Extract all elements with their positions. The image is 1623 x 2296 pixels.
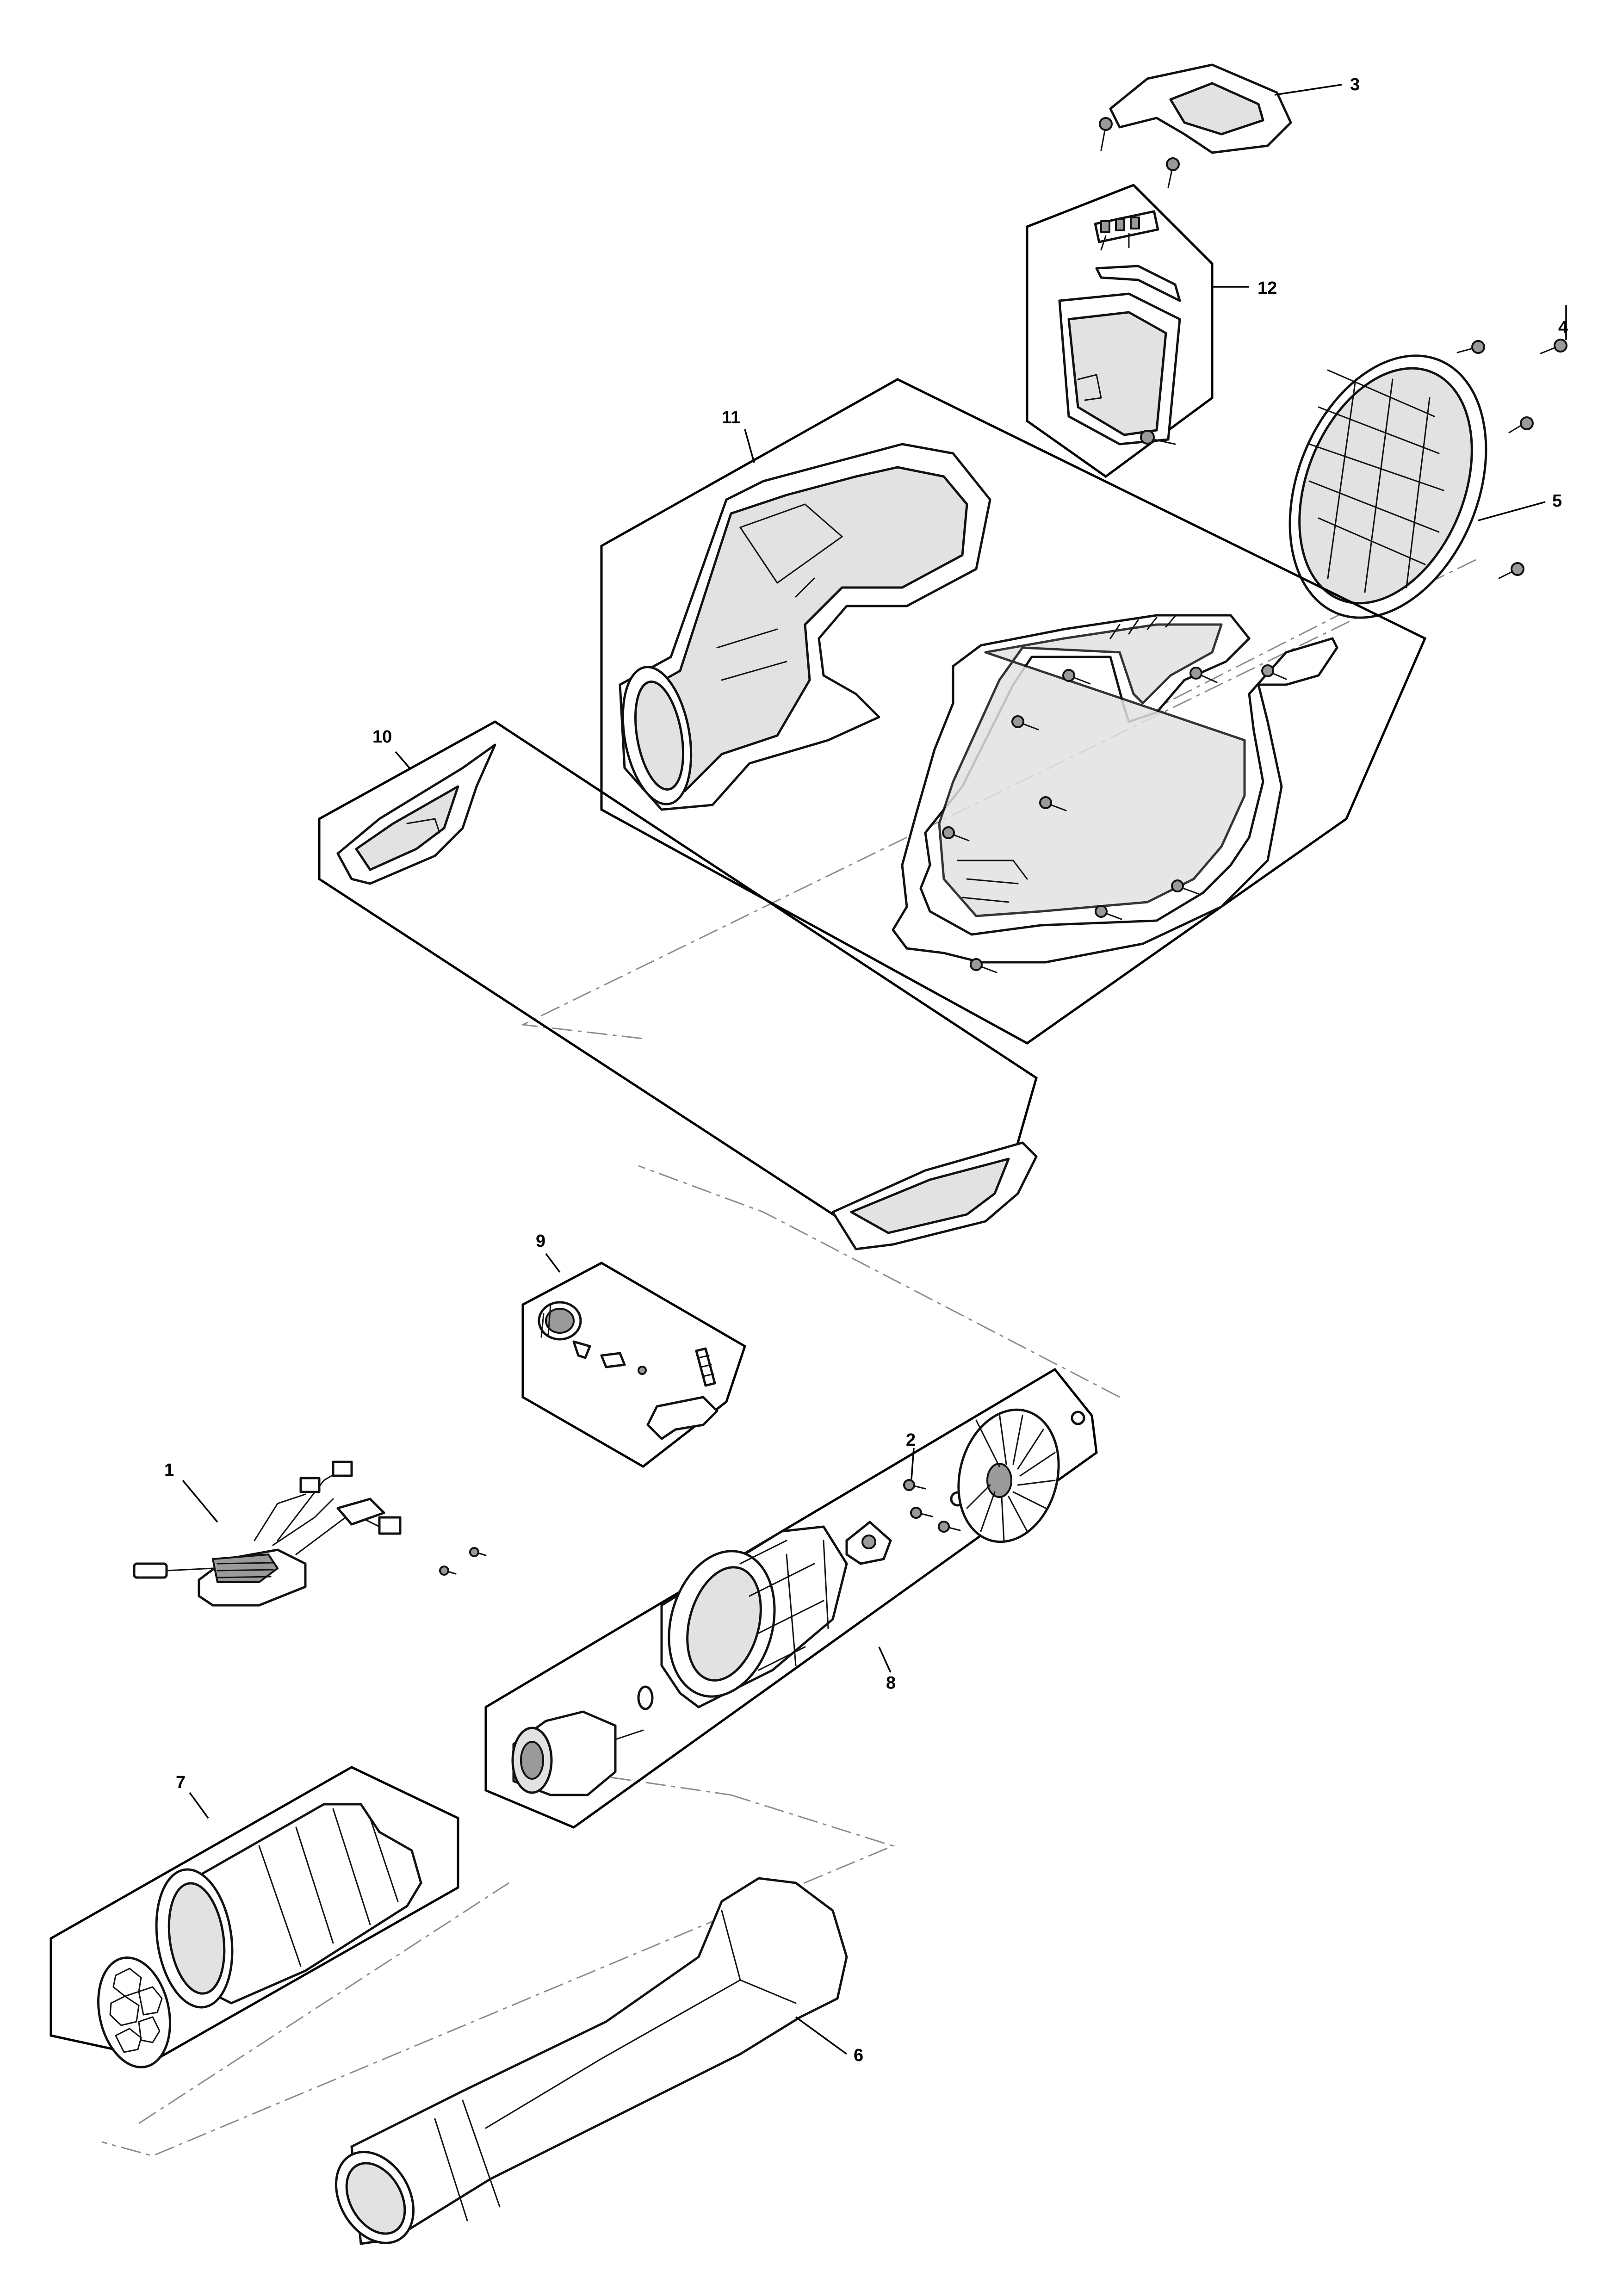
screw [1508,416,1534,433]
part-3-handle-cover: 3 [1099,63,1360,188]
spring [695,1347,716,1387]
nut [1071,1411,1085,1425]
terminal-tab [299,1477,321,1493]
switch-knob [538,1301,582,1341]
screw [942,826,970,842]
part-6-blower-tube: 6 [335,1877,863,2245]
assembly-box-11: 11 [600,378,1427,1045]
screw [469,1547,487,1557]
callout-label-7: 7 [176,1773,186,1792]
screw [439,1566,457,1576]
part-1-controller: 1 [133,1461,487,1607]
assembly-box-12: 12 [1026,184,1277,478]
assembly-box-9: 9 [521,1232,747,1468]
screw [1189,667,1218,683]
small-lever [572,1340,591,1359]
part-4-screws [1456,305,1567,579]
screw [1456,340,1485,354]
battery-holder [1058,292,1181,446]
side-cover-bottom [831,1141,1038,1250]
screw [1062,669,1091,685]
connector-plug [133,1562,168,1579]
callout-label-12: 12 [1258,278,1277,298]
housing-left-half [619,443,991,811]
contact-pin [600,1352,626,1368]
callout-label-1: 1 [164,1461,174,1480]
callout-label-11: 11 [722,408,740,427]
screw [1099,117,1113,151]
intake-grille [97,1956,171,2068]
callout-label-8: 8 [886,1673,896,1693]
screw [1540,339,1567,354]
callout-label-10: 10 [372,727,392,747]
assembly-box-10: 10 [318,720,1038,1250]
screw [1261,664,1287,680]
screw [1039,796,1067,811]
housing-screws [942,664,1287,973]
trigger [646,1396,719,1440]
callout-label-4: 4 [1558,318,1568,337]
housing-right-half [892,614,1338,964]
callout-label-3: 3 [1350,75,1360,94]
screw [1171,879,1199,895]
screw [903,1479,926,1491]
terminal-tab [332,1461,353,1477]
callout-label-5: 5 [1552,491,1562,511]
screw [1140,430,1176,445]
screw [1498,562,1524,579]
part-5-rear-grille [1288,354,1487,619]
motor [511,1710,644,1796]
fan-impeller [957,1408,1060,1543]
screw [1095,905,1122,920]
terminal-spring-clip [1095,265,1181,302]
screw [1011,715,1039,730]
screw [910,1507,933,1519]
side-cover-top [336,743,496,885]
callout-label-2: 2 [906,1430,916,1450]
screw [1166,157,1180,188]
small-ball [638,1366,647,1375]
assembly-box-7: 7 [50,1766,459,2068]
assembly-box-8: 2 8 [484,1368,1098,1829]
intake-tube [155,1803,422,2009]
terminal-tab [378,1516,402,1535]
callout-label-6: 6 [854,2046,863,2065]
fan-housing [660,1525,848,1708]
callout-label-9: 9 [536,1232,545,1251]
battery-terminal-block [1094,210,1159,251]
screw [970,958,997,973]
washer [637,1685,654,1710]
screw [938,1521,961,1533]
